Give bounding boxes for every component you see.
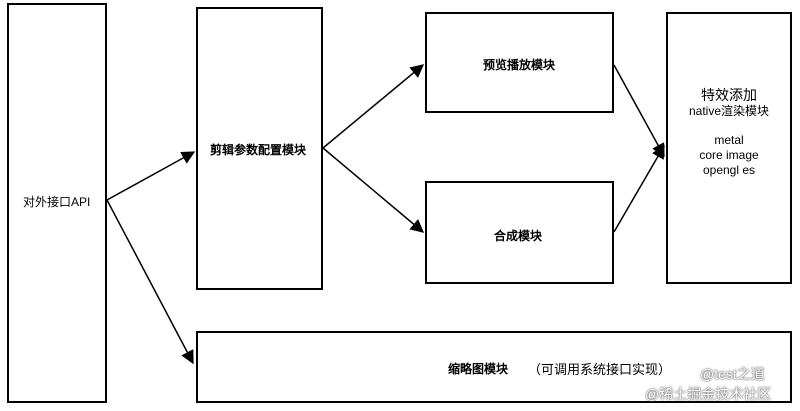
effects-content: 特效添加 native渲染模块 metal core image opengl …: [668, 86, 790, 178]
effects-item-core-image: core image: [699, 148, 759, 162]
effects-item-metal: metal: [714, 133, 744, 147]
preview-box: 预览播放模块: [425, 12, 614, 113]
arrow-config-to-preview: [322, 64, 425, 149]
watermark-line2: @稀土掘金技术社区: [645, 386, 772, 402]
thumbnail-box: 缩略图模块 （可调用系统接口实现）: [196, 331, 792, 403]
config-box: 剪辑参数配置模块: [196, 7, 323, 290]
effects-box: 特效添加 native渲染模块 metal core image opengl …: [666, 12, 792, 284]
api-box: 对外接口API: [7, 3, 107, 403]
effects-title: 特效添加: [701, 87, 757, 103]
arrow-config-to-compose: [322, 147, 425, 233]
arrow-api-to-thumbnail: [106, 199, 194, 365]
effects-item-opengl-es: opengl es: [702, 163, 756, 177]
thumbnail-title: 缩略图模块: [448, 362, 509, 376]
compose-label: 合成模块: [494, 229, 543, 243]
preview-label: 预览播放模块: [483, 58, 556, 72]
api-label: 对外接口API: [23, 195, 91, 209]
arrow-api-to-config: [106, 151, 196, 201]
thumbnail-note: （可调用系统接口实现）: [528, 362, 672, 377]
arrow-compose-to-effects: [613, 144, 665, 233]
watermark-line1: @test之道: [700, 366, 765, 382]
arrow-preview-to-effects: [613, 64, 665, 158]
config-label: 剪辑参数配置模块: [210, 143, 307, 157]
effects-subtitle: native渲染模块: [688, 104, 770, 118]
compose-box: 合成模块: [425, 181, 614, 284]
